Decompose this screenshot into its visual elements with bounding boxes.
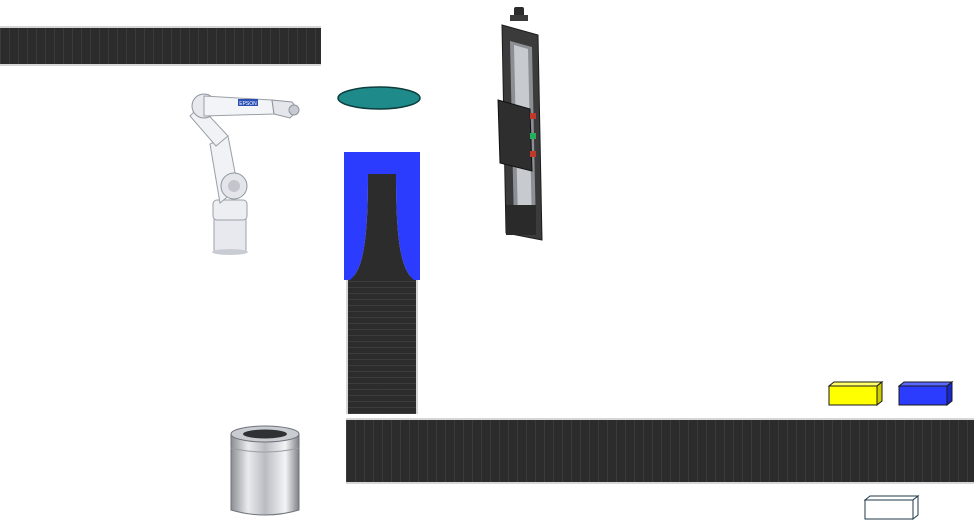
robot-arm-icon: EPSON (180, 88, 305, 256)
teal-disc-icon (336, 85, 422, 111)
vertical-conveyor-belt (348, 276, 416, 414)
robot-badge-text: EPSON (239, 101, 257, 107)
blue-hopper (344, 152, 420, 280)
yellow-box-icon (828, 381, 884, 407)
top-conveyor-belt (0, 28, 321, 64)
blue-box-icon (898, 381, 954, 407)
main-conveyor-belt (346, 420, 974, 482)
bin-icon (228, 424, 302, 518)
linear-actuator-icon (496, 5, 552, 243)
white-box-icon (864, 495, 920, 521)
